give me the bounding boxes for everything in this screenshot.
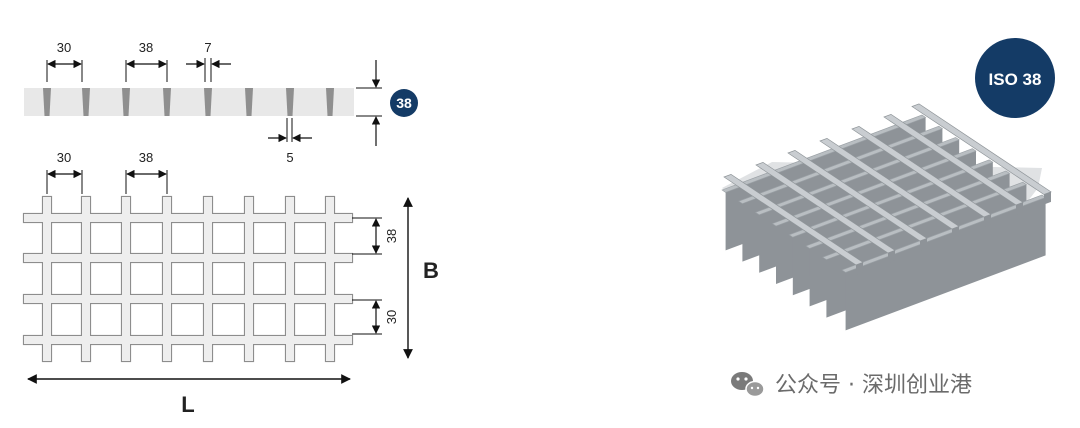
profile-bar: [286, 88, 294, 116]
profile-bar: [163, 88, 171, 116]
plan-bar: [24, 336, 352, 344]
plan-bar: [122, 197, 130, 361]
dim-label-plan-38: 38: [139, 150, 153, 165]
render-crossbar-end: [888, 250, 895, 263]
plan-view: 30 38 38 30 L B: [22, 150, 439, 417]
render-crossbar-end: [1016, 202, 1023, 215]
watermark-text: 公众号 · 深圳创业港: [775, 373, 972, 398]
wechat-icon: [731, 372, 765, 398]
plan-bar: [326, 197, 334, 361]
dim-label-profile-38: 38: [139, 40, 153, 55]
plan-side-dim-30: 30: [352, 299, 399, 335]
plan-bar: [24, 254, 352, 262]
plan-bar: [286, 197, 294, 361]
profile-bars: [43, 88, 334, 116]
render-bar-side: [845, 197, 1046, 331]
plan-dim-38: 38: [125, 150, 168, 194]
dim-label-plan-side-38: 38: [384, 229, 399, 243]
plan-bar: [163, 197, 171, 361]
length-label: L: [181, 392, 194, 417]
profile-bar: [122, 88, 130, 116]
profile-dim-5: 5: [268, 118, 312, 165]
profile-dim-38: 38: [125, 40, 168, 82]
profile-bar: [326, 88, 334, 116]
render-crossbar-end: [920, 238, 927, 251]
watermark: 公众号 · 深圳创业港: [731, 372, 972, 398]
dim-label-profile-5: 5: [286, 150, 293, 165]
plan-grid: [22, 195, 354, 363]
iso-badge: ISO 38: [975, 38, 1055, 118]
plan-bar: [204, 197, 212, 361]
width-dim: B: [403, 197, 439, 359]
dim-label-plan-side-30: 30: [384, 310, 399, 324]
width-label: B: [423, 258, 439, 283]
height-badge-label: 38: [396, 95, 412, 111]
profile-bar: [204, 88, 212, 116]
plan-bar: [24, 214, 352, 222]
plan-bar: [43, 197, 51, 361]
render-crossbar-end: [856, 262, 863, 275]
height-badge: 38: [390, 89, 418, 117]
render-crossbar-end: [1044, 191, 1051, 205]
profile-strip: [24, 88, 354, 116]
profile-view: 30 38 7 5: [24, 40, 418, 165]
dim-label-plan-30: 30: [57, 150, 71, 165]
dim-label-profile-7: 7: [204, 40, 211, 55]
profile-bar: [245, 88, 253, 116]
dim-label-profile-30: 30: [57, 40, 71, 55]
grating-3d-render: [721, 103, 1052, 331]
render-crossbar-end: [984, 214, 991, 227]
profile-height-dim: [356, 60, 382, 146]
plan-bar: [82, 197, 90, 361]
profile-dim-7: 7: [186, 40, 231, 82]
plan-dim-30: 30: [46, 150, 83, 194]
plan-side-dim-38: 38: [352, 217, 399, 255]
render-bars: [721, 103, 1052, 331]
render-crossbar-end: [952, 226, 959, 239]
profile-bar: [43, 88, 51, 116]
plan-bar: [245, 197, 253, 361]
profile-bar: [82, 88, 90, 116]
length-dim: L: [27, 374, 351, 417]
plan-bar: [24, 295, 352, 303]
profile-dim-30: 30: [46, 40, 83, 82]
iso-badge-label: ISO 38: [989, 70, 1042, 89]
